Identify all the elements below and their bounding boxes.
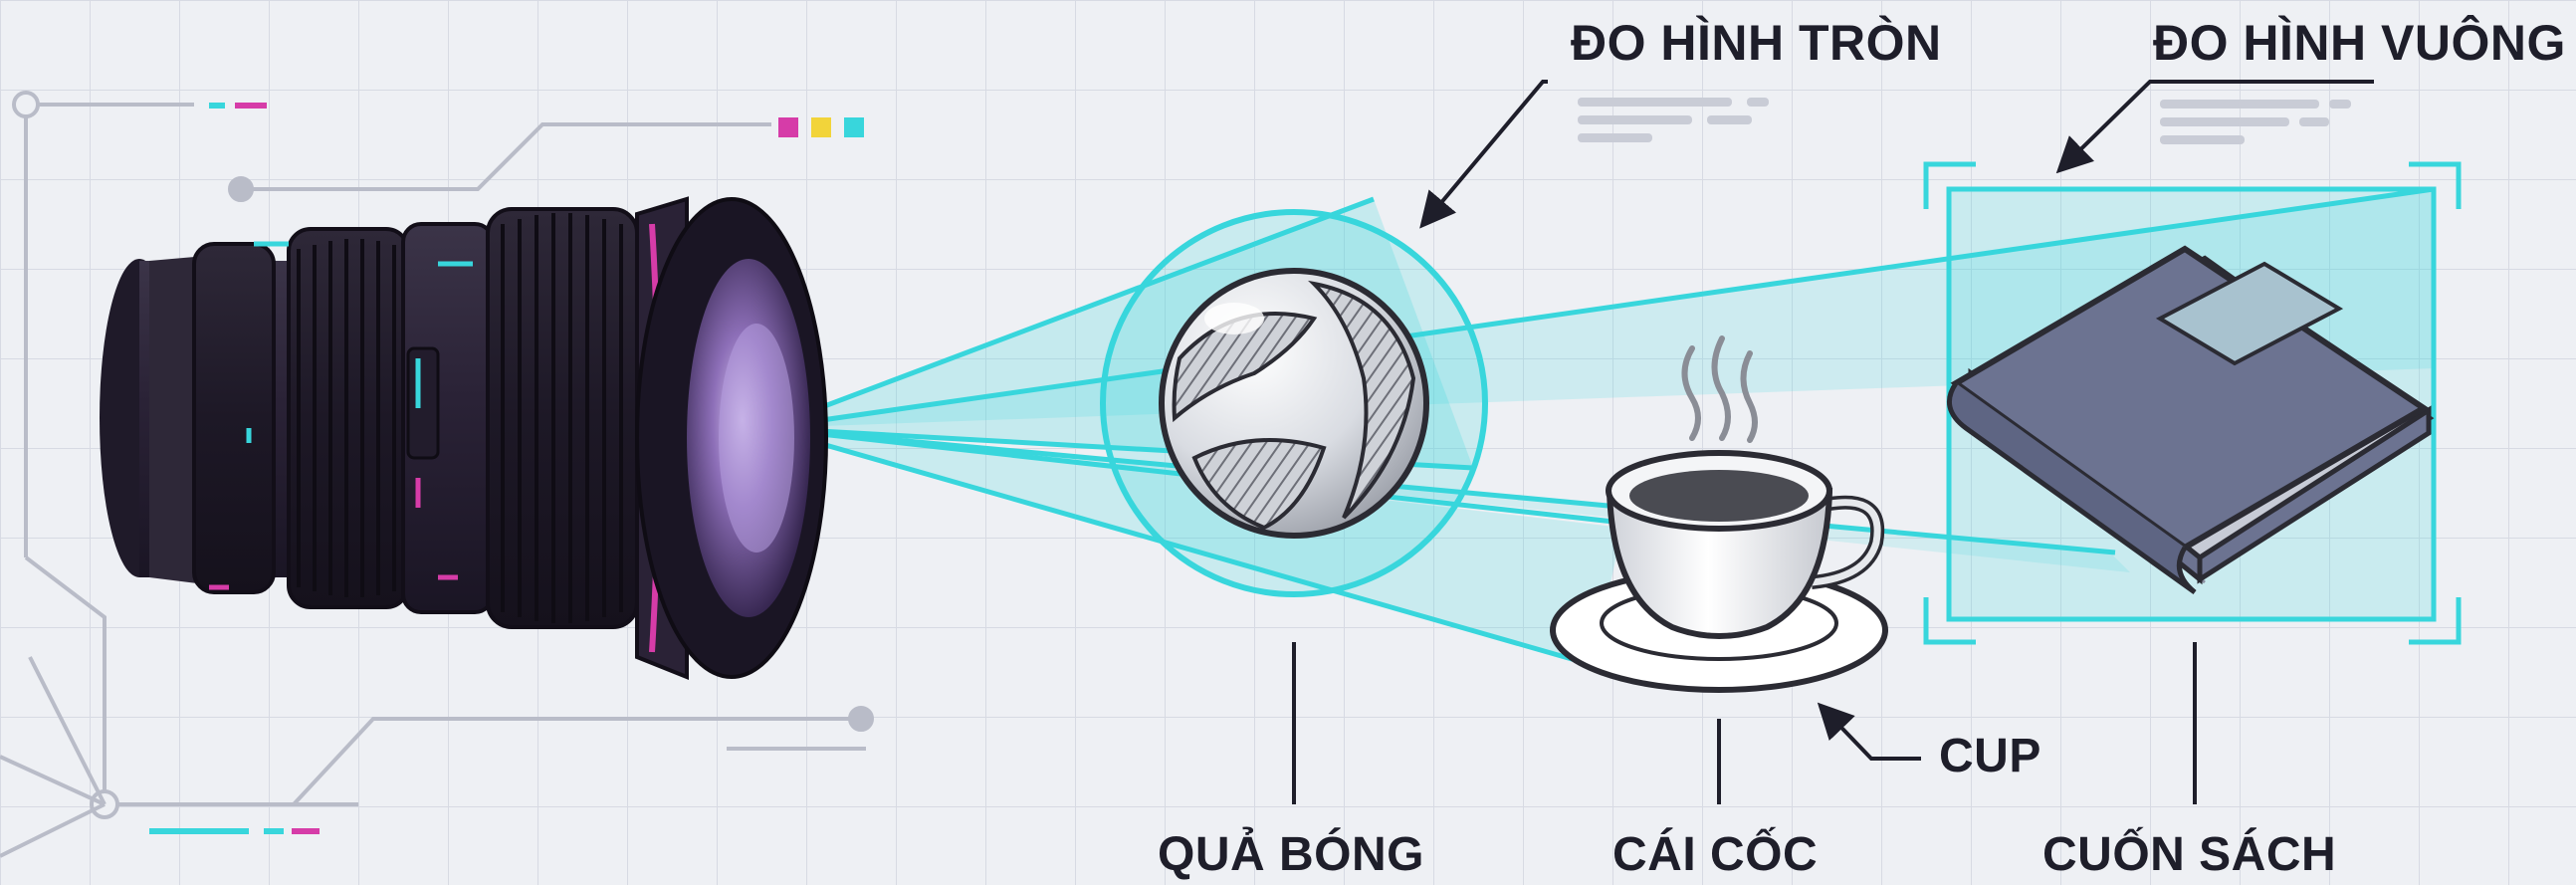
- ball-label: QUẢ BÓNG: [1158, 828, 1424, 881]
- leader-lines: [1292, 80, 2374, 804]
- cup-vi-label: CÁI CỐC: [1612, 828, 1819, 881]
- book-icon: [1923, 161, 2462, 645]
- coffee-cup-icon: [1550, 335, 1888, 693]
- cup-en-label: CUP: [1939, 730, 2041, 782]
- square-measure-label: ĐO HÌNH VUÔNG: [2153, 15, 2566, 71]
- circuit-decoration: [0, 91, 874, 858]
- square-measure-arrow: [2055, 80, 2374, 174]
- circle-measure-label: ĐO HÌNH TRÒN: [1571, 15, 1942, 71]
- cup-arrow: [1817, 702, 1921, 761]
- book-label: CUỐN SÁCH: [2042, 828, 2337, 881]
- color-dots: [149, 103, 864, 834]
- camera-lens-icon: [100, 196, 828, 680]
- ball-icon: [1100, 209, 1488, 597]
- circle-measure-arrow: [1419, 80, 1548, 229]
- placeholder-text: [1578, 98, 2351, 144]
